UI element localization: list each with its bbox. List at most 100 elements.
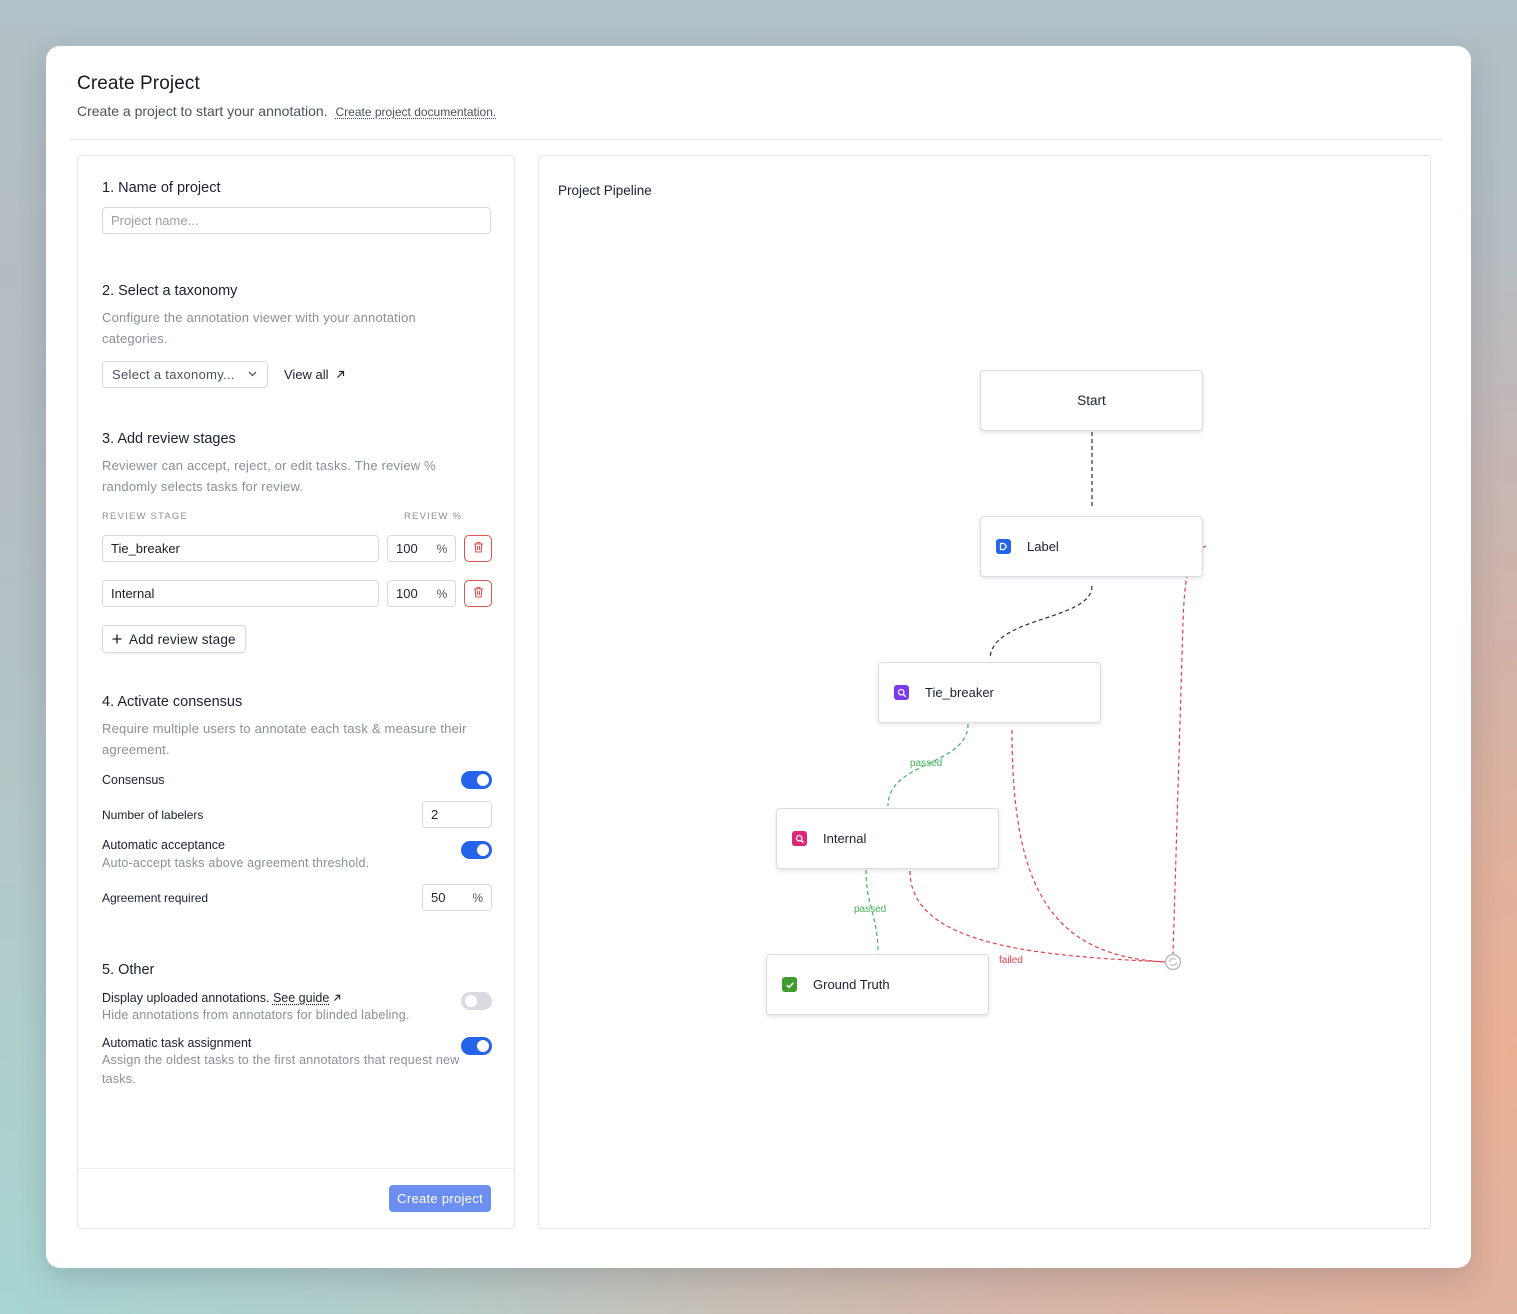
review-pct-input[interactable]: 100 % — [386, 535, 457, 562]
arrow-up-right-icon — [333, 991, 341, 1005]
edge-label-reject — [1172, 545, 1207, 955]
label-tag-icon — [996, 539, 1011, 554]
delete-stage-button[interactable] — [464, 535, 492, 562]
view-all-label: View all — [284, 367, 329, 382]
page-subtitle-text: Create a project to start your annotatio… — [77, 103, 328, 119]
agreement-value: 50 — [431, 890, 446, 905]
auto-accept-label: Automatic acceptance — [102, 838, 225, 852]
auto-accept-desc: Auto-accept tasks above agreement thresh… — [102, 856, 370, 870]
labelers-input[interactable]: 2 — [422, 801, 492, 828]
auto-accept-text: Automatic acceptance Auto-accept tasks a… — [102, 838, 369, 873]
review-section-desc: Reviewer can accept, reject, or edit tas… — [102, 458, 436, 494]
pipeline-node-ground-truth[interactable]: Ground Truth — [766, 954, 989, 1015]
review-stage-column-header: REVIEW STAGE — [102, 510, 189, 522]
project-name-input[interactable]: Project name... — [102, 207, 491, 234]
review-stage-name-input[interactable]: Internal — [102, 580, 379, 607]
task-assignment-text: Automatic task assignment Assign the old… — [102, 1036, 461, 1089]
review-stage-name-input[interactable]: Tie_breaker — [102, 535, 379, 562]
task-assignment-desc: Assign the oldest tasks to the first ann… — [102, 1053, 460, 1086]
node-start-label: Start — [1077, 393, 1106, 408]
edge-label-failed: failed — [999, 955, 1023, 966]
consensus-row: Consensus — [102, 771, 492, 789]
taxonomy-row: Select a taxonomy... View all — [102, 361, 492, 388]
edge-internal-reject — [909, 870, 1167, 963]
display-annotations-desc: Hide annotations from annotators for bli… — [102, 1008, 410, 1022]
project-form-panel: 1. Name of project Project name... 2. Se… — [77, 155, 515, 1229]
trash-icon — [473, 585, 484, 603]
other-section-title: 5. Other — [102, 962, 155, 978]
reject-node-icon — [1164, 953, 1182, 971]
display-annotations-toggle[interactable] — [461, 992, 492, 1010]
percent-sign: % — [436, 587, 448, 601]
taxonomy-select[interactable]: Select a taxonomy... — [102, 361, 268, 388]
page-subtitle: Create a project to start your annotatio… — [77, 103, 496, 119]
arrow-up-right-icon — [336, 367, 345, 382]
taxonomy-section-desc: Configure the annotation viewer with you… — [102, 310, 416, 346]
labelers-label: Number of labelers — [102, 807, 204, 822]
agreement-row: Agreement required 50 % — [102, 884, 492, 911]
review-pct-input[interactable]: 100 % — [386, 580, 457, 607]
auto-accept-row: Automatic acceptance Auto-accept tasks a… — [102, 838, 492, 873]
page-header: Create Project Create a project to start… — [77, 73, 496, 119]
display-annotations-label: Display uploaded annotations. — [102, 991, 270, 1005]
pipeline-node-start[interactable]: Start — [980, 370, 1203, 431]
node-label-label: Label — [1027, 539, 1059, 554]
page-title: Create Project — [77, 73, 200, 94]
create-project-button[interactable]: Create project — [389, 1185, 491, 1212]
task-assignment-toggle[interactable] — [461, 1037, 492, 1055]
other-section: 5. Other Display uploaded annotations. S… — [102, 962, 492, 1089]
agreement-input[interactable]: 50 % — [422, 884, 492, 911]
add-stage-wrapper: Add review stage — [102, 625, 492, 653]
add-review-stage-button[interactable]: Add review stage — [102, 625, 246, 653]
edge-tiebreaker-internal — [887, 723, 969, 807]
auto-accept-toggle[interactable] — [461, 841, 492, 859]
percent-sign: % — [472, 891, 483, 905]
plus-icon — [112, 634, 122, 644]
documentation-link[interactable]: Create project documentation. — [335, 105, 497, 119]
add-review-stage-label: Add review stage — [129, 631, 236, 647]
agreement-label: Agreement required — [102, 890, 209, 905]
view-all-link[interactable]: View all — [284, 367, 345, 382]
consensus-label: Consensus — [102, 773, 165, 787]
labelers-row: Number of labelers 2 — [102, 801, 492, 828]
project-name-placeholder: Project name... — [111, 213, 199, 228]
form-footer-divider — [78, 1168, 514, 1169]
consensus-section-title: 4. Activate consensus — [102, 694, 243, 710]
pipeline-node-internal[interactable]: Internal — [776, 808, 999, 869]
node-tie-breaker-label: Tie_breaker — [925, 685, 994, 700]
delete-stage-button[interactable] — [464, 580, 492, 607]
review-search-icon — [894, 685, 909, 700]
taxonomy-section: 2. Select a taxonomy Configure the annot… — [102, 283, 492, 388]
see-guide-link[interactable]: See guide — [272, 991, 330, 1005]
review-stage-row: Tie_breaker 100 % — [102, 535, 492, 562]
name-section-title: 1. Name of project — [102, 180, 221, 196]
edge-internal-groundtruth — [865, 869, 879, 954]
consensus-section: 4. Activate consensus Require multiple u… — [102, 694, 492, 911]
pipeline-node-label[interactable]: Label — [980, 516, 1203, 577]
node-ground-truth-label: Ground Truth — [813, 977, 890, 992]
edge-label-passed: passed — [910, 758, 943, 769]
display-annotations-text: Display uploaded annotations. See guide … — [102, 991, 410, 1025]
review-stage-row: Internal 100 % — [102, 580, 492, 607]
consensus-section-desc: Require multiple users to annotate each … — [102, 721, 467, 757]
node-internal-label: Internal — [823, 831, 867, 846]
review-pct-value: 100 — [395, 586, 418, 601]
pipeline-title: Project Pipeline — [558, 183, 652, 198]
review-pct-column-header: REVIEW % — [404, 510, 463, 522]
edge-tiebreaker-reject — [1011, 729, 1167, 963]
percent-sign: % — [436, 542, 448, 556]
pipeline-node-tie-breaker[interactable]: Tie_breaker — [878, 662, 1101, 723]
checkmark-icon — [782, 977, 797, 992]
trash-icon — [473, 540, 484, 558]
review-search-icon — [792, 831, 807, 846]
name-section: 1. Name of project Project name... — [102, 180, 492, 234]
review-section: 3. Add review stages Reviewer can accept… — [102, 431, 492, 653]
taxonomy-section-title: 2. Select a taxonomy — [102, 283, 238, 299]
create-project-window: Create Project Create a project to start… — [46, 46, 1471, 1268]
chevron-down-icon — [248, 369, 257, 380]
header-divider — [69, 139, 1443, 140]
consensus-toggle[interactable] — [461, 771, 492, 789]
pipeline-panel: Project Pipeline passed passed failed — [538, 155, 1431, 1229]
review-column-headers: REVIEW STAGE REVIEW % — [102, 509, 492, 523]
review-pct-value: 100 — [395, 541, 418, 556]
